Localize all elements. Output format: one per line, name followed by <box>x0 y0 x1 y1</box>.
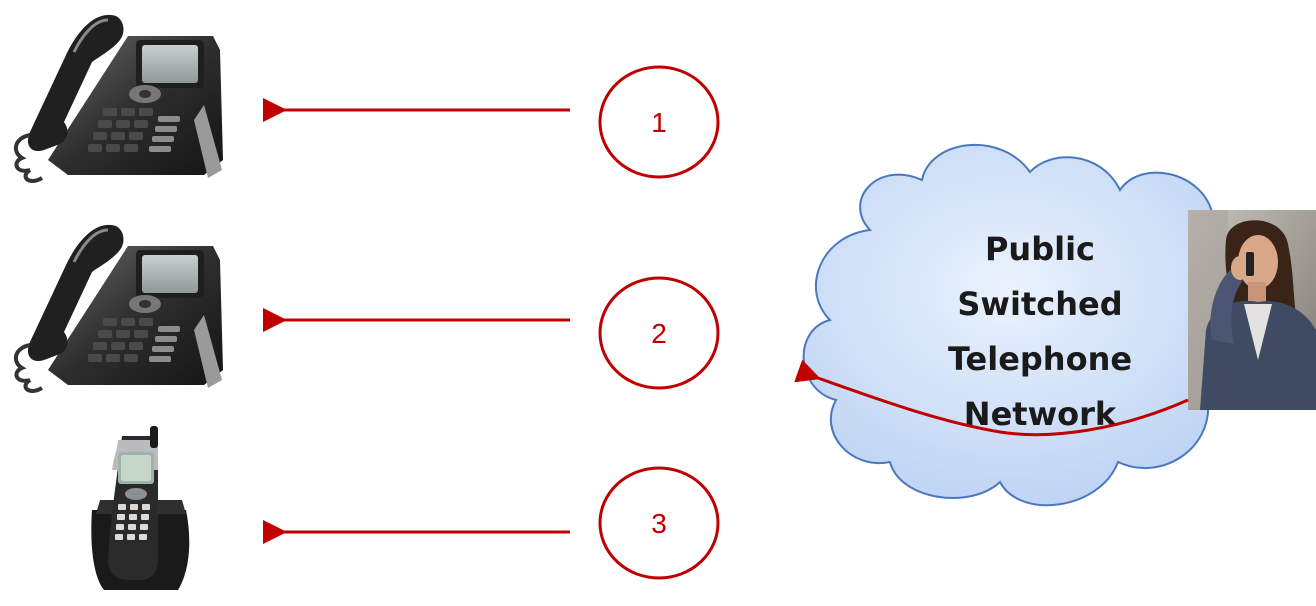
pstn-cloud: Public Switched Telephone Network <box>804 145 1256 505</box>
cloud-line-4: Network <box>964 395 1117 433</box>
desk-phone-2 <box>16 225 223 391</box>
desk-phone-icon <box>16 225 223 391</box>
step-marker-1: 1 <box>600 67 718 177</box>
routing-arrows <box>284 110 570 532</box>
cordless-phone <box>91 426 189 590</box>
cloud-line-1: Public <box>985 230 1095 268</box>
step-number-3: 3 <box>651 508 667 539</box>
step-number-1: 1 <box>651 107 667 138</box>
step-marker-3: 3 <box>600 468 718 578</box>
cloud-line-2: Switched <box>957 285 1122 323</box>
step-marker-2: 2 <box>600 278 718 388</box>
cloud-line-3: Telephone <box>948 340 1132 378</box>
cordless-phone-icon <box>91 426 189 590</box>
step-number-2: 2 <box>651 318 667 349</box>
caller-photo <box>1188 210 1316 410</box>
desk-phone-1 <box>16 15 223 181</box>
desk-phone-icon <box>16 15 223 181</box>
